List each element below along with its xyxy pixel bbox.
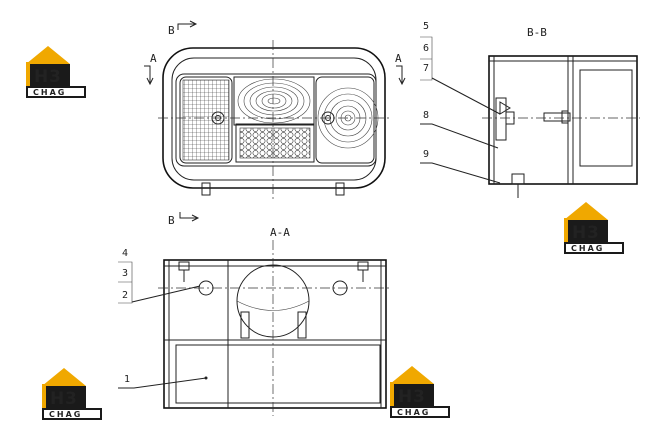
brand-logo-2	[564, 202, 624, 254]
section-bb-title: B-B	[527, 26, 547, 39]
front-view: B B A A	[144, 20, 406, 227]
brand-logo-4	[390, 366, 450, 418]
section-a-left-label: A	[150, 52, 157, 65]
brand-logo-1	[26, 46, 86, 98]
callout-8: 8	[423, 110, 429, 121]
section-bb-view: B-B 5 6 7 8 9	[420, 21, 640, 198]
brand-logo-3	[42, 368, 102, 420]
callout-4: 4	[122, 248, 128, 259]
callout-5: 5	[423, 21, 429, 32]
callout-6: 6	[423, 43, 429, 54]
callout-7: 7	[423, 63, 429, 74]
callout-3: 3	[122, 268, 128, 279]
section-a-right-label: A	[395, 52, 402, 65]
callout-1: 1	[124, 374, 130, 385]
section-aa-view: A-A 4 3 2 1	[118, 226, 392, 416]
callout-2: 2	[122, 290, 128, 301]
callout-9: 9	[423, 149, 429, 160]
section-aa-title: A-A	[270, 226, 290, 239]
section-b-top-label: B	[168, 24, 175, 37]
section-b-bottom-label: B	[168, 214, 175, 227]
